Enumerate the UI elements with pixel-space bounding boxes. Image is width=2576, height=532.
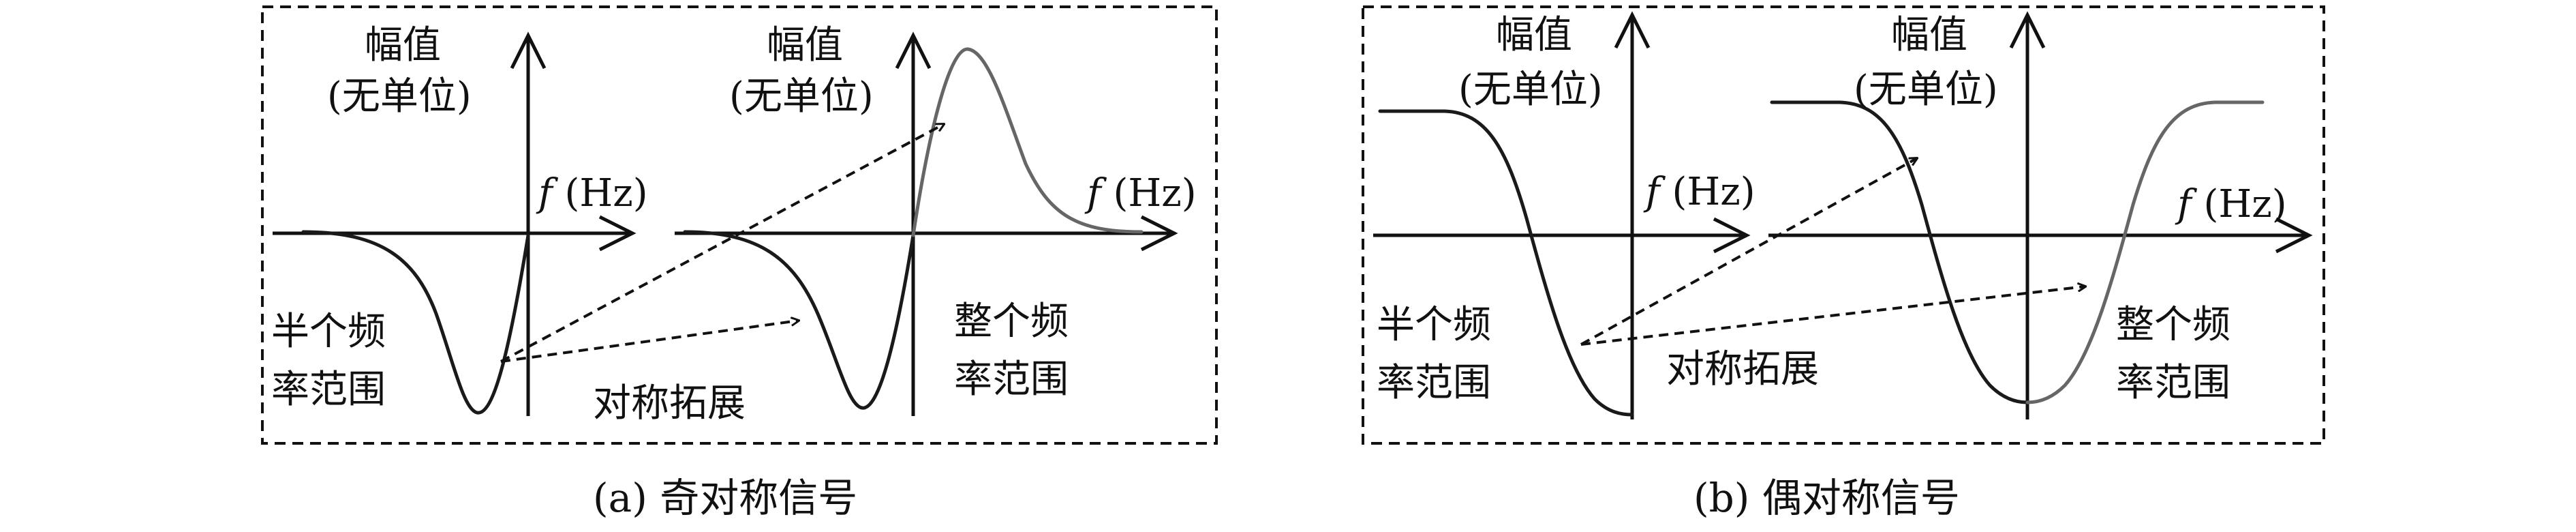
panel-a-extend-arrow-lower — [500, 321, 799, 363]
panel-a-left-ylabel: 幅值 — [365, 23, 441, 68]
panel-b-full-curve-right — [2025, 100, 2265, 404]
panel-b-right-ylabel-unit: (无单位) — [1854, 68, 1998, 112]
panel-b-full-range-line2: 率范围 — [2116, 361, 2230, 405]
panel-b-extend-label: 对称拓展 — [1666, 347, 1819, 391]
panel-b-left-ylabel: 幅值 — [1496, 13, 1572, 57]
panel-a-full-range-line1: 整个频 — [954, 299, 1069, 344]
panel-b-left-ylabel-unit: (无单位) — [1458, 68, 1603, 112]
panel-a-left-x-arrowhead — [598, 215, 637, 252]
panel-a-left-xlabel: f (Hz) — [536, 171, 648, 216]
panel-b-left-x-arrowhead — [1713, 217, 1751, 254]
panel-b-caption: (b) 偶对称信号 — [1693, 475, 1960, 521]
panel-a-half-range-line2: 率范围 — [271, 368, 386, 412]
panel-b-extend-arrow-upper — [1580, 158, 1917, 346]
panel-b: 幅值 (无单位) f (Hz) 幅值 (无单位) f (Hz) 半个频 率范围 … — [1362, 5, 2325, 521]
panel-b-right-y-arrowhead — [2009, 11, 2046, 49]
panel-b-half-range-line1: 半个频 — [1377, 303, 1491, 347]
panel-a-extend-arrow-upper — [500, 124, 944, 363]
panel-a-left-y-arrowhead — [510, 31, 547, 70]
panel-a-full-range-line2: 率范围 — [954, 357, 1069, 402]
panel-b-left-axes — [1373, 11, 1751, 419]
panel-b-full-curve-left — [1770, 100, 2029, 404]
panel-b-left-xlabel: f (Hz) — [1643, 170, 1755, 214]
panel-b-half-curve — [1378, 109, 1634, 417]
panel-b-right-x-arrowhead — [2275, 217, 2313, 254]
panel-a-right-ylabel: 幅值 — [767, 23, 843, 68]
panel-a-extend-label: 对称拓展 — [593, 381, 746, 426]
panel-a-frame — [261, 5, 1218, 445]
panel-b-right-xlabel: f (Hz) — [2175, 182, 2287, 226]
panel-a-half-range-line1: 半个频 — [271, 310, 386, 354]
panel-b-right-ylabel: 幅值 — [1891, 13, 1967, 57]
panel-a-full-curve-left — [683, 230, 915, 410]
panel-a-right-ylabel-unit: (无单位) — [729, 74, 874, 119]
panel-a: 幅值 (无单位) f (Hz) 幅值 (无单位) f (Hz) 半个频 率范围 … — [261, 5, 1218, 521]
panel-a-half-curve — [301, 230, 530, 415]
panel-a-right-x-arrowhead — [1140, 215, 1178, 252]
panel-b-left-y-arrowhead — [1614, 11, 1651, 49]
panel-b-extend-arrow-lower — [1580, 286, 2085, 346]
panel-a-caption: (a) 奇对称信号 — [593, 475, 857, 521]
panel-a-right-xlabel: f (Hz) — [1084, 171, 1197, 216]
panel-b-right-axes — [1768, 11, 2313, 419]
panel-a-full-curve-right — [911, 47, 1144, 237]
panel-b-half-range-line2: 率范围 — [1377, 361, 1491, 405]
panel-a-right-y-arrowhead — [895, 31, 932, 70]
panel-b-frame — [1362, 5, 2325, 445]
panel-a-left-ylabel-unit: (无单位) — [327, 74, 472, 119]
panel-b-full-range-line1: 整个频 — [2116, 303, 2230, 347]
